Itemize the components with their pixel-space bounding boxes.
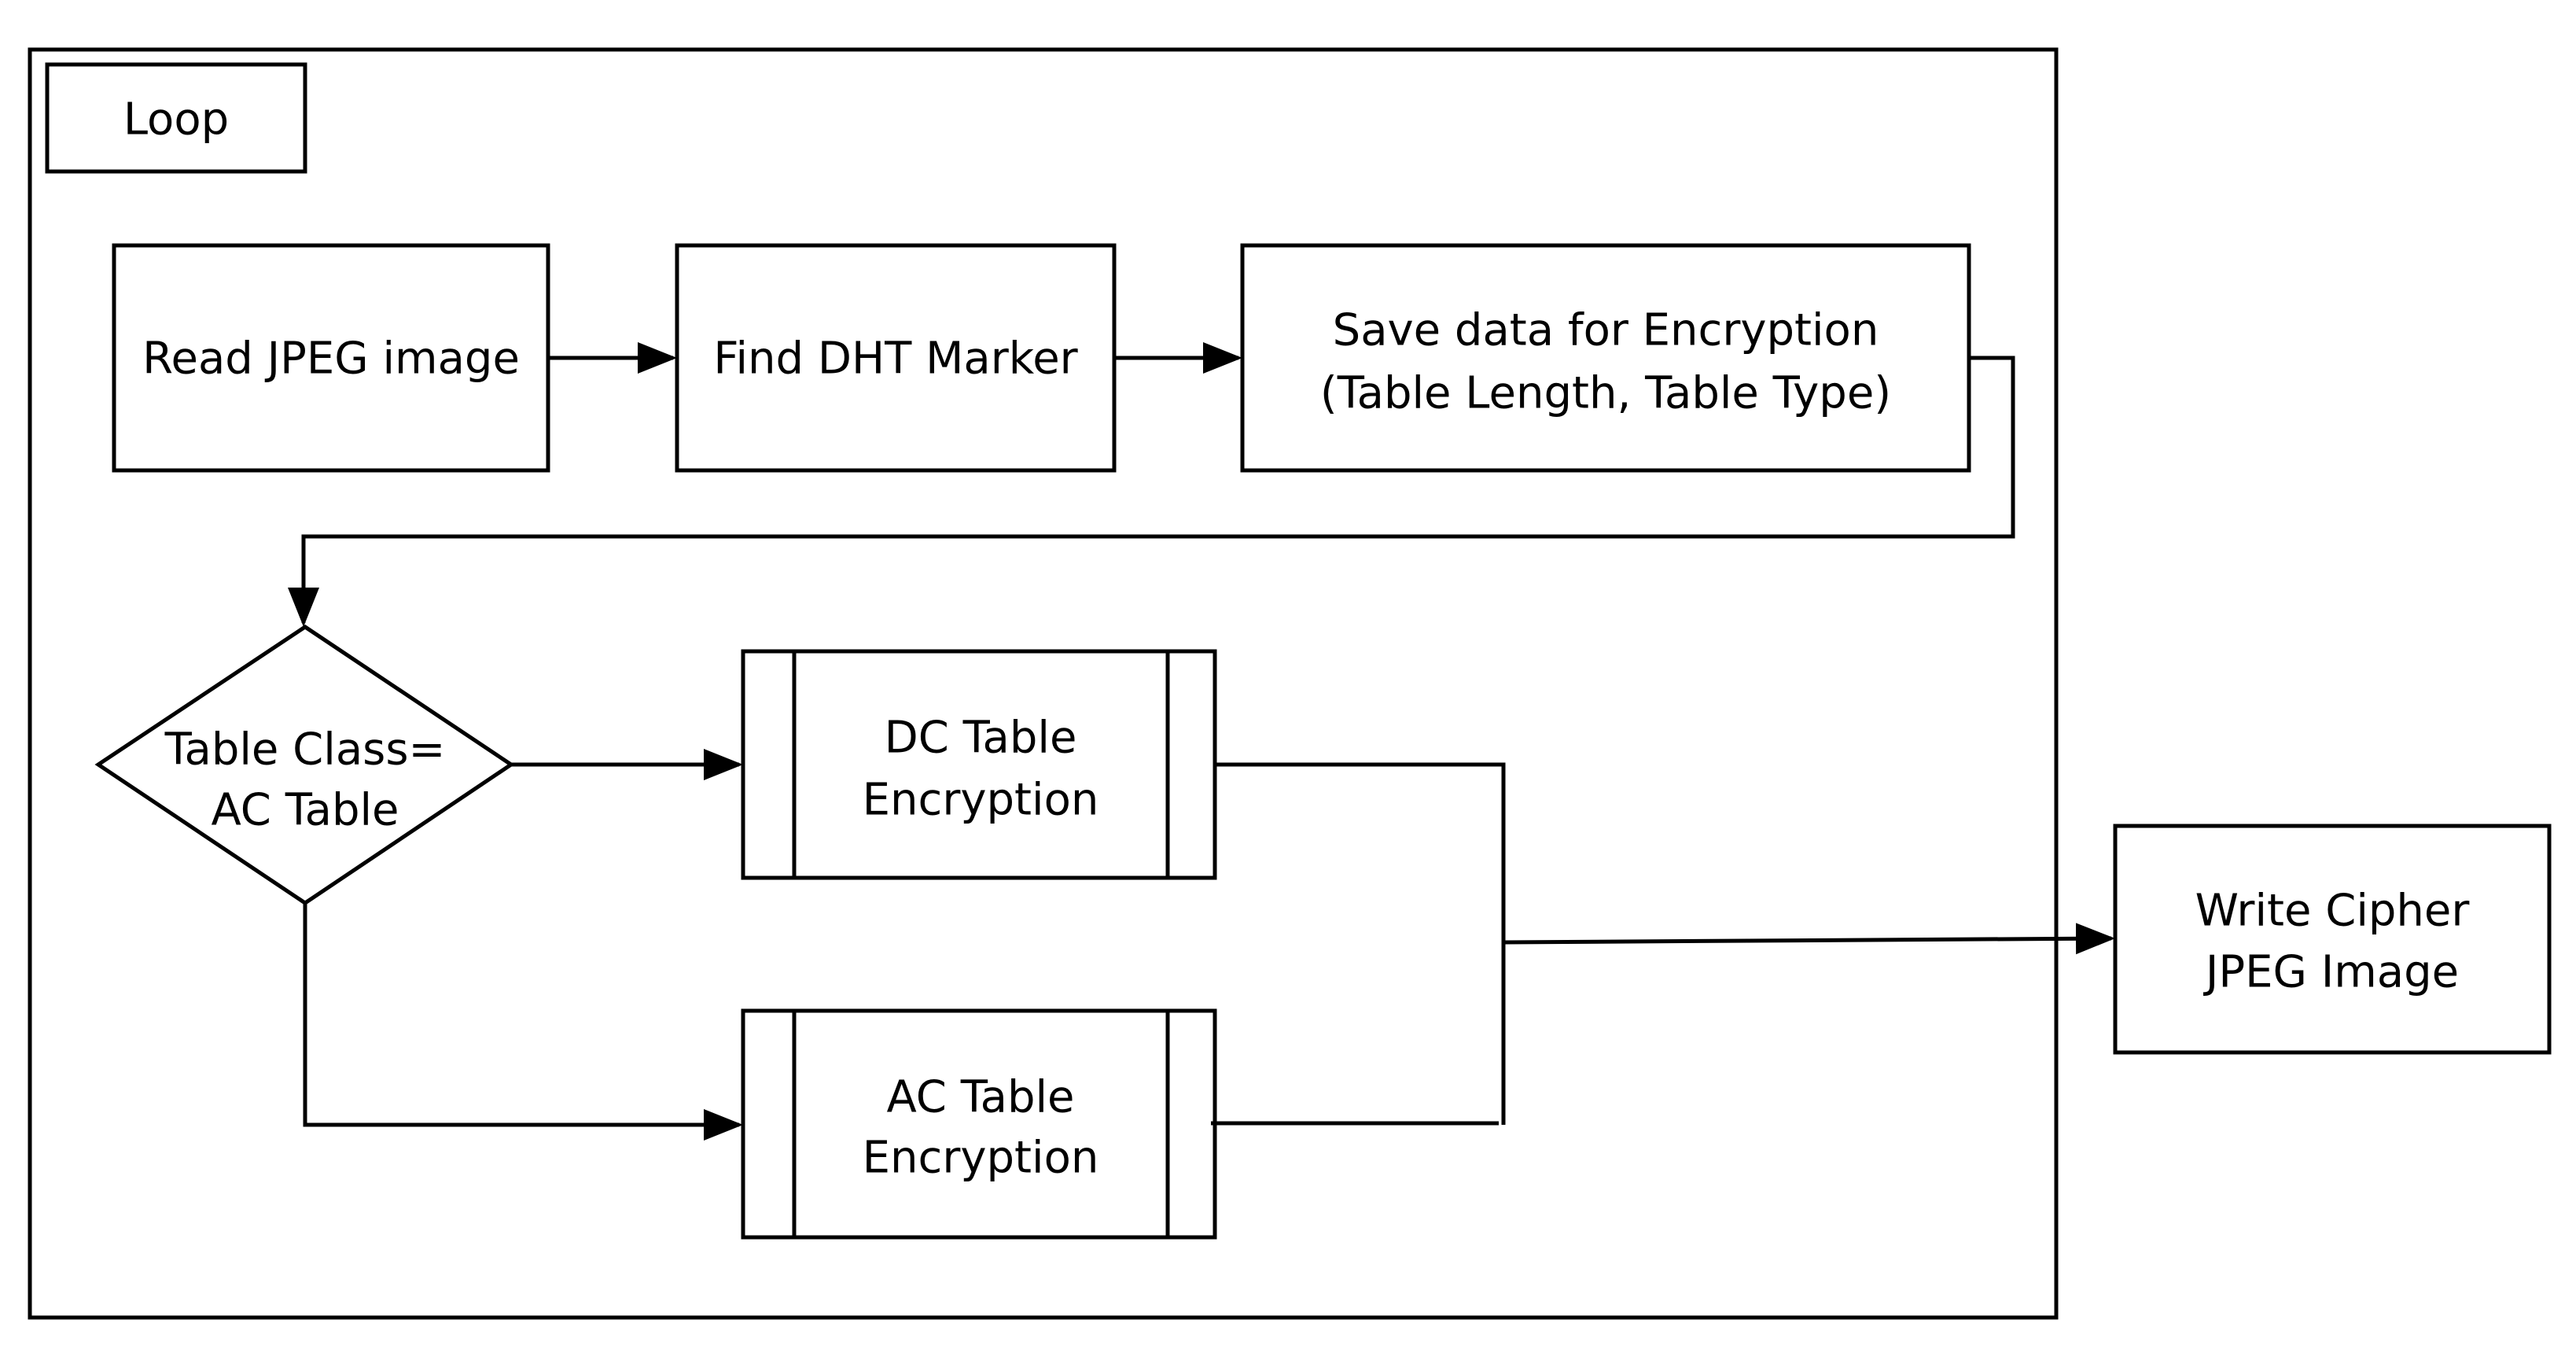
- arrow-merge-to-write: [1503, 923, 2115, 955]
- decision-label-line2: AC Table: [211, 785, 399, 836]
- ac-encryption-label-line2: Encryption: [863, 1133, 1099, 1184]
- write-cipher-label-line1: Write Cipher: [2195, 886, 2471, 937]
- connector-save-to-decision: [288, 356, 2015, 627]
- connector-dc-to-merge: [1215, 762, 1506, 1125]
- save-data-label-line1: Save data for Encryption: [1333, 305, 1879, 356]
- dc-encryption-label-line2: Encryption: [863, 775, 1099, 826]
- dc-encryption-label-line1: DC Table: [885, 713, 1077, 764]
- loop-label: Loop: [123, 94, 229, 146]
- arrow-decision-to-ac: [303, 903, 743, 1141]
- find-dht-node: Find DHT Marker: [675, 243, 1117, 473]
- table-class-decision: Table Class= AC Table: [94, 624, 515, 906]
- read-jpeg-node: Read JPEG image: [112, 243, 550, 473]
- write-cipher-label-line2: JPEG Image: [2203, 947, 2459, 998]
- save-data-node: Save data for Encryption (Table Length, …: [1240, 243, 1971, 473]
- ac-encryption-node: AC Table Encryption: [741, 1008, 1217, 1240]
- find-dht-label: Find DHT Marker: [713, 334, 1078, 385]
- read-jpeg-label: Read JPEG image: [142, 334, 520, 385]
- write-cipher-node: Write Cipher JPEG Image: [2113, 824, 2552, 1055]
- loop-label-box: Loop: [45, 62, 307, 174]
- loop-frame: [28, 47, 2059, 1320]
- decision-label-line1: Table Class=: [164, 724, 446, 776]
- ac-encryption-label-line1: AC Table: [886, 1072, 1074, 1123]
- save-data-label-line2: (Table Length, Table Type): [1320, 368, 1891, 419]
- dc-encryption-node: DC Table Encryption: [741, 649, 1217, 880]
